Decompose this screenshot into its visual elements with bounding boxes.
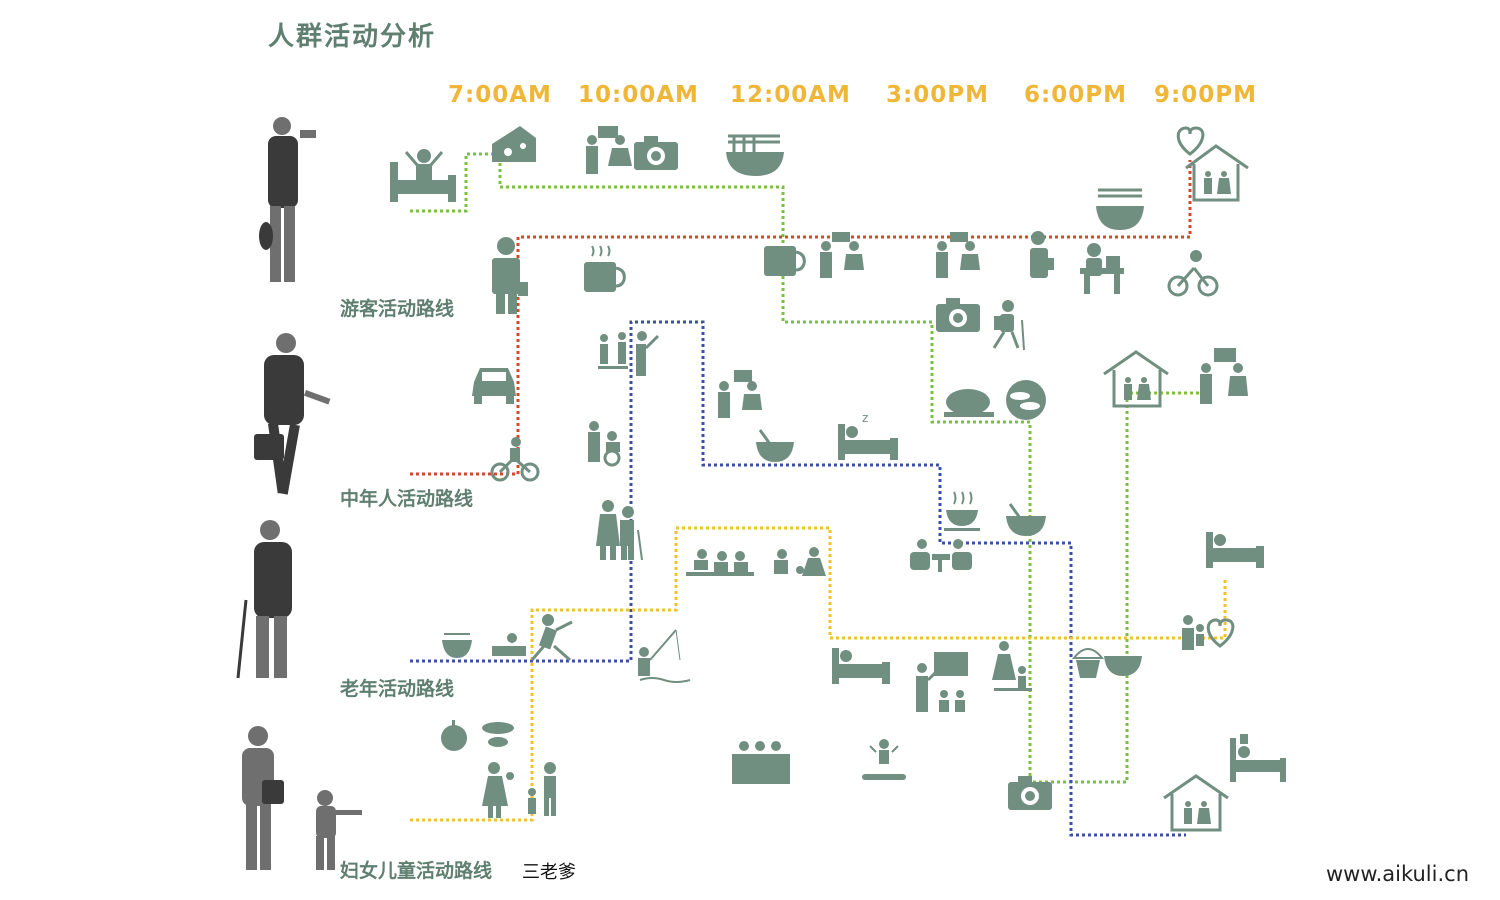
teacher-board-icon (916, 652, 968, 712)
cupcake-icon (1071, 648, 1105, 678)
mother-baby-icon (482, 762, 514, 818)
time-label-3: 12:00AM (730, 82, 851, 108)
sausage-icon (482, 722, 514, 747)
mother-child-icon (992, 641, 1032, 691)
home-couple-icon (1103, 350, 1169, 408)
hiker-icon (992, 300, 1025, 351)
people-talking-icon (1200, 348, 1248, 404)
soup-bowl-icon (1006, 503, 1046, 536)
route-label-women-children: 妇女儿童活动路线 (340, 860, 493, 882)
route-label-tourist: 游客活动路线 (340, 298, 455, 320)
elderly-couple-icon (596, 500, 643, 561)
route-label-middle-aged: 中年人活动路线 (340, 488, 474, 510)
car-icon (472, 368, 516, 404)
caregiver-wheelchair-icon (588, 421, 621, 467)
group-cooking-icon (910, 539, 972, 572)
snack-tray-icon (492, 633, 526, 656)
watermark-url: www.aikuli.cn (1326, 862, 1470, 886)
people-talking-icon (820, 232, 864, 278)
crowd-icon (732, 741, 790, 784)
adult-with-child-icon (528, 762, 556, 816)
fishing-icon (638, 629, 691, 683)
children-playing-icon (774, 547, 826, 576)
cheering-group-icon (598, 331, 660, 376)
home-couple-icon (1163, 774, 1229, 832)
apple-icon (441, 720, 467, 751)
route-label-elderly: 老年活动路线 (340, 678, 455, 700)
svg-text:z: z (862, 411, 868, 425)
time-label-1: 7:00AM (448, 82, 552, 108)
noodle-bowl-icon (1096, 188, 1144, 230)
people-talking-icon (936, 232, 980, 278)
camera-icon (634, 136, 678, 170)
time-label-6: 9:00PM (1154, 82, 1257, 108)
noodle-bowl-icon (442, 633, 472, 658)
heart-icon (1176, 126, 1205, 156)
noodle-bowl-icon (726, 134, 784, 176)
sleeping-bed-icon (1206, 532, 1264, 568)
tai-chi-icon (530, 614, 573, 662)
bed-waking-icon (390, 149, 456, 202)
route-line-tourist (410, 152, 1200, 784)
route-line-women-children (410, 526, 1227, 822)
author-name: 三老爹 (522, 862, 576, 883)
people-talking-icon (586, 126, 632, 174)
children-playing-icon (686, 549, 754, 576)
people-talking-icon (718, 370, 762, 418)
camera-icon (1008, 776, 1052, 810)
time-label-5: 6:00PM (1024, 82, 1127, 108)
route-line-elderly (410, 320, 1186, 837)
businessman-icon (492, 237, 528, 314)
coffee-cup-icon (764, 246, 806, 276)
cheese-icon (492, 126, 536, 162)
child-jumping-icon (862, 739, 906, 780)
camera-icon (936, 298, 980, 332)
child-bicycle-icon (490, 437, 540, 482)
coffee-cup-icon (584, 245, 626, 292)
fish-plate-icon (1006, 380, 1046, 420)
time-label-4: 3:00PM (886, 82, 989, 108)
route-line-middle-aged (410, 160, 1192, 476)
soup-bowl-icon (756, 429, 794, 462)
desk-worker-icon (1080, 243, 1124, 294)
parent-child-heart-icon (1182, 615, 1235, 650)
time-label-2: 10:00AM (578, 82, 699, 108)
diagram-title: 人群活动分析 (268, 22, 437, 52)
sleeping-bed-icon: z (838, 411, 898, 460)
tourist-figure (259, 117, 316, 282)
businessman-icon (1030, 231, 1054, 278)
bicycle-icon (1167, 250, 1219, 297)
roast-turkey-icon (944, 389, 994, 417)
woman-child-figure (242, 726, 362, 870)
hot-dish-icon (944, 491, 980, 531)
middle-aged-figure (254, 333, 331, 495)
home-couple-icon (1185, 144, 1249, 202)
soup-bowl-icon (1104, 656, 1142, 676)
hospital-bed-icon (1230, 734, 1286, 782)
sleeping-bed-icon (832, 648, 890, 684)
elderly-figure (236, 520, 292, 679)
